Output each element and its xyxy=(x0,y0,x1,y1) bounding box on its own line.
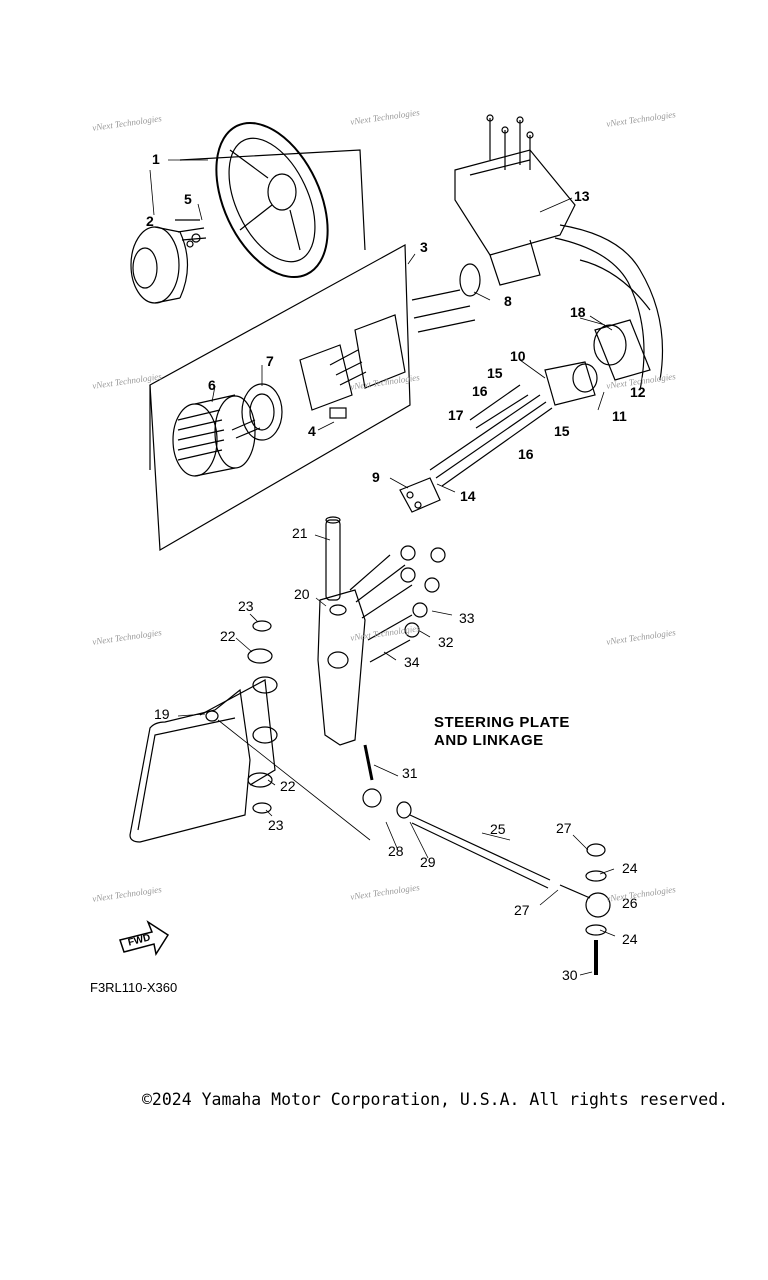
callout-24a: 24 xyxy=(622,860,638,876)
callout-7: 7 xyxy=(266,353,274,369)
callout-23a: 23 xyxy=(238,598,254,614)
callout-29: 29 xyxy=(420,854,436,870)
callout-19: 19 xyxy=(154,706,170,722)
nuts-and-washers xyxy=(400,545,446,638)
callout-6: 6 xyxy=(208,377,216,393)
steering-plate xyxy=(129,676,278,843)
helm-mount-plates xyxy=(231,314,406,439)
leader-lines xyxy=(149,159,616,976)
callout-22a: 22 xyxy=(220,628,236,644)
callout-25: 25 xyxy=(490,821,506,837)
cable-end-clamp xyxy=(399,477,441,513)
diagram-code: F3RL110-X360 xyxy=(90,980,178,995)
cable-bolts xyxy=(411,263,481,333)
callout-30: 30 xyxy=(562,967,578,983)
callout-27b: 27 xyxy=(514,902,530,918)
callout-34: 34 xyxy=(404,654,420,670)
helm-enclosure-outline xyxy=(149,149,411,552)
title-line-1: STEERING PLATE xyxy=(434,714,570,731)
callout-16a: 16 xyxy=(472,383,488,399)
fwd-arrow-icon xyxy=(119,920,170,956)
callout-15a: 15 xyxy=(487,365,503,381)
title-line-2: AND LINKAGE xyxy=(434,732,544,749)
steering-bracket xyxy=(454,114,576,286)
hub-fasteners xyxy=(175,219,207,248)
callout-23b: 23 xyxy=(268,817,284,833)
callout-9: 9 xyxy=(372,469,380,485)
arm-studs xyxy=(349,554,413,663)
callout-24b: 24 xyxy=(622,931,638,947)
callout-13: 13 xyxy=(574,188,590,204)
callout-22b: 22 xyxy=(280,778,296,794)
cable-boots xyxy=(544,319,651,406)
steering-shaft xyxy=(325,516,341,601)
callout-10: 10 xyxy=(510,348,526,364)
callout-2: 2 xyxy=(146,213,154,229)
helm-housing-ring xyxy=(241,383,283,441)
callout-8: 8 xyxy=(504,293,512,309)
rod-end-joint xyxy=(559,843,611,975)
callout-27a: 27 xyxy=(556,820,572,836)
steering-cables xyxy=(429,384,553,487)
copyright-text: ©2024 Yamaha Motor Corporation, U.S.A. A… xyxy=(142,1090,729,1109)
callout-17: 17 xyxy=(448,407,464,423)
callout-20: 20 xyxy=(294,586,310,602)
callout-33: 33 xyxy=(459,610,475,626)
callout-18: 18 xyxy=(570,304,586,320)
callout-12: 12 xyxy=(630,384,646,400)
callout-15b: 15 xyxy=(554,423,570,439)
callout-3: 3 xyxy=(420,239,428,255)
callout-16b: 16 xyxy=(518,446,534,462)
callout-28: 28 xyxy=(388,843,404,859)
link-rod xyxy=(362,744,551,889)
callout-1: 1 xyxy=(152,151,160,167)
helm-pump xyxy=(172,394,256,477)
plate-bushings xyxy=(247,620,273,814)
steering-arm xyxy=(317,589,366,746)
callout-21: 21 xyxy=(292,525,308,541)
callout-4: 4 xyxy=(308,423,316,439)
callout-26: 26 xyxy=(622,895,638,911)
wheel-hub-cap xyxy=(130,226,189,304)
callout-5: 5 xyxy=(184,191,192,207)
diagram-title: STEERING PLATE AND LINKAGE xyxy=(434,714,570,750)
callout-11: 11 xyxy=(612,408,627,424)
callout-31: 31 xyxy=(402,765,418,781)
hydraulic-hoses xyxy=(554,224,664,391)
callout-32: 32 xyxy=(438,634,454,650)
callout-14: 14 xyxy=(460,488,476,504)
steering-wheel xyxy=(215,121,329,279)
